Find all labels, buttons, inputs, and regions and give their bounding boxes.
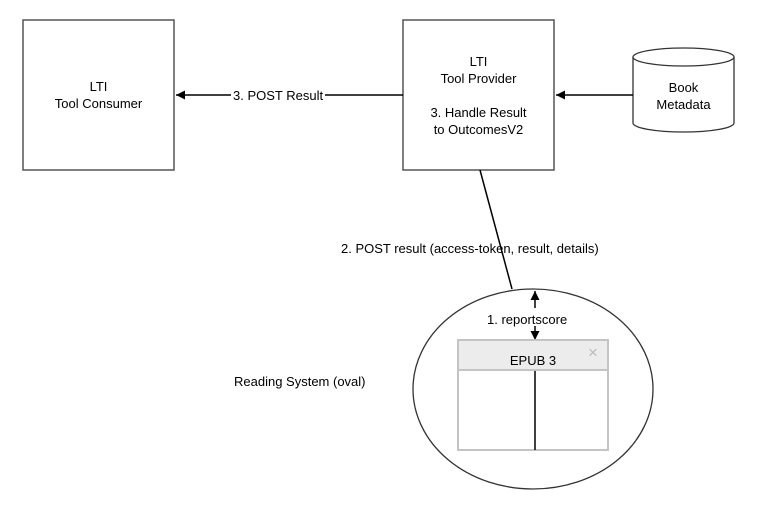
reading-system-label: Reading System (oval) — [234, 374, 366, 389]
epub-window-title: EPUB 3 — [509, 353, 557, 368]
tool-consumer-box — [22, 19, 175, 171]
tool-consumer-label: LTI Tool Consumer — [54, 79, 143, 111]
tool-provider-box — [402, 19, 555, 171]
book-metadata-cylinder — [632, 47, 735, 133]
reportscore-edge-label: 1. reportscore — [487, 312, 568, 327]
close-icon[interactable]: × — [588, 343, 598, 362]
reading-system-oval — [412, 288, 654, 490]
post-result-details-line — [479, 169, 513, 290]
epub-window — [457, 339, 609, 451]
post-result-edge-label: 3. POST Result — [231, 87, 326, 104]
tool-provider-label: LTI Tool Provider 3. Handle Result to Ou… — [430, 54, 527, 137]
post-result-details-edge-label: 2. POST result (access-token, result, de… — [341, 241, 599, 256]
book-metadata-label: Book Metadata — [656, 80, 711, 112]
